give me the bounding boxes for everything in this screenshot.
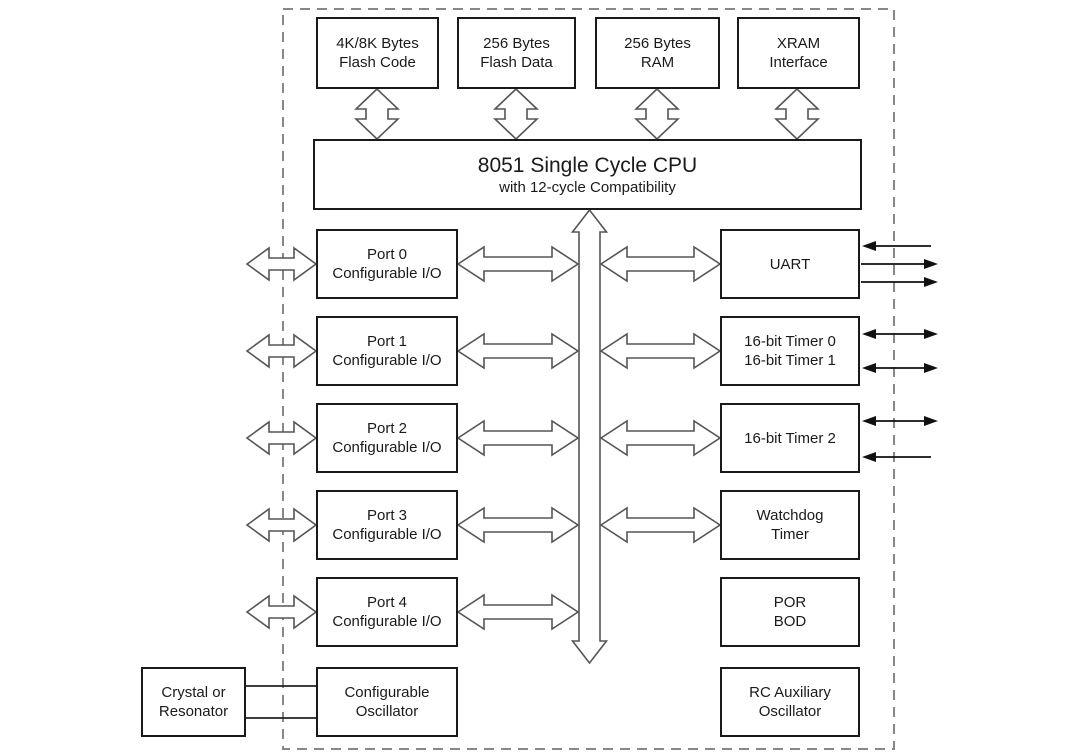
port3-label-line2: Configurable I/O [332, 526, 442, 543]
port0-pin-arrow [245, 246, 318, 282]
xram-label-line2: Interface [769, 54, 828, 71]
rc-aux-label-line2: Oscillator [758, 703, 822, 720]
mem-flash-data-arrow [493, 87, 539, 141]
port3-pin-arrow [245, 507, 318, 543]
port4-box: Port 4 Configurable I/O [316, 577, 458, 647]
port0-bus-arrow [456, 245, 580, 283]
watchdog-label-line1: Watchdog [756, 507, 824, 524]
watchdog-bus-arrow [599, 506, 722, 544]
por-bod-label-line2: BOD [773, 613, 807, 630]
port2-label-line2: Configurable I/O [332, 439, 442, 456]
port0-label-line2: Configurable I/O [332, 265, 442, 282]
configurable-oscillator-box: Configurable Oscillator [316, 667, 458, 737]
port3-bus-arrow [456, 506, 580, 544]
mem-xram-arrow [774, 87, 820, 141]
port1-pin-arrow [245, 333, 318, 369]
port1-label-line1: Port 1 [366, 333, 408, 350]
timer01-bus-arrow [599, 332, 722, 370]
hollow-bus-arrows [245, 87, 820, 665]
flash-code-box: 4K/8K Bytes Flash Code [316, 17, 439, 89]
port2-bus-arrow [456, 419, 580, 457]
por-bod-label-line1: POR [773, 594, 807, 611]
por-bod-box: POR BOD [720, 577, 860, 647]
config-osc-label-line1: Configurable [344, 684, 430, 701]
peripheral-signal-arrows [861, 241, 938, 462]
ram-label-line1: 256 Bytes [624, 35, 691, 52]
cpu-box: 8051 Single Cycle CPU with 12-cycle Comp… [313, 139, 862, 210]
config-osc-label-line2: Oscillator [355, 703, 419, 720]
port1-bus-arrow [456, 332, 580, 370]
uart-box: UART [720, 229, 860, 299]
port3-label-line1: Port 3 [366, 507, 408, 524]
watchdog-box: Watchdog Timer [720, 490, 860, 560]
watchdog-label-line2: Timer [771, 526, 809, 543]
timer01-box: 16-bit Timer 0 16-bit Timer 1 [720, 316, 860, 386]
flash-data-label-line2: Flash Data [480, 54, 553, 71]
port4-label-line1: Port 4 [366, 594, 408, 611]
xram-interface-box: XRAM Interface [737, 17, 860, 89]
timer0-io-arrow [862, 329, 938, 339]
port4-bus-arrow [456, 593, 580, 631]
flash-code-label-line1: 4K/8K Bytes [336, 35, 419, 52]
crystal-resonator-box: Crystal or Resonator [141, 667, 246, 737]
timer2-bus-arrow [599, 419, 722, 457]
port3-box: Port 3 Configurable I/O [316, 490, 458, 560]
port2-label-line1: Port 2 [366, 420, 408, 437]
uart-bus-arrow [599, 245, 722, 283]
timer01-label-line1: 16-bit Timer 0 [744, 333, 836, 350]
port2-box: Port 2 Configurable I/O [316, 403, 458, 473]
port0-label-line1: Port 0 [366, 246, 408, 263]
uart-label-line1: UART [769, 255, 811, 273]
crystal-label-line2: Resonator [158, 703, 229, 720]
mem-flash-code-arrow [354, 87, 400, 141]
timer01-label-line2: 16-bit Timer 1 [744, 352, 836, 369]
flash-data-label-line1: 256 Bytes [483, 35, 550, 52]
cpu-subtitle: with 12-cycle Compatibility [499, 178, 676, 196]
uart-tx-arrow-2 [861, 277, 938, 287]
timer2-label-line1: 16-bit Timer 2 [744, 429, 836, 447]
cpu-title: 8051 Single Cycle CPU [477, 153, 698, 177]
port1-box: Port 1 Configurable I/O [316, 316, 458, 386]
timer2-box: 16-bit Timer 2 [720, 403, 860, 473]
xram-label-line1: XRAM [776, 35, 821, 52]
port2-pin-arrow [245, 420, 318, 456]
timer2-capture-arrow [862, 452, 931, 462]
ram-label-line2: RAM [640, 54, 675, 71]
cpu-bus-arrow [570, 208, 609, 665]
port0-box: Port 0 Configurable I/O [316, 229, 458, 299]
uart-tx-arrow-1 [861, 259, 938, 269]
flash-code-label-line2: Flash Code [339, 54, 416, 71]
rc-aux-oscillator-box: RC Auxiliary Oscillator [720, 667, 860, 737]
crystal-label-line1: Crystal or [161, 684, 226, 701]
chip-boundary-dashed-border [282, 8, 895, 750]
ram-box: 256 Bytes RAM [595, 17, 720, 89]
port1-label-line2: Configurable I/O [332, 352, 442, 369]
timer2-io-arrow [862, 416, 938, 426]
flash-data-box: 256 Bytes Flash Data [457, 17, 576, 89]
crystal-connector-lines [246, 685, 316, 719]
uart-rx-arrow [862, 241, 931, 251]
rc-aux-label-line1: RC Auxiliary [749, 684, 831, 701]
port4-pin-arrow [245, 594, 318, 630]
port4-label-line2: Configurable I/O [332, 613, 442, 630]
timer1-io-arrow [862, 363, 938, 373]
mem-ram-arrow [634, 87, 680, 141]
